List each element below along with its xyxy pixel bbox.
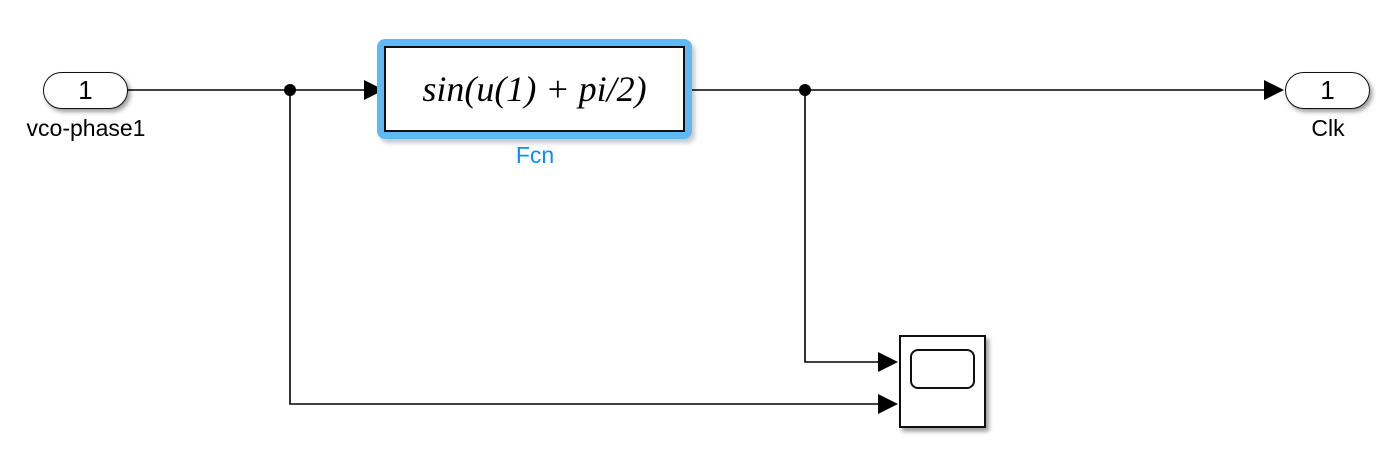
arrowhead-icon [364, 80, 384, 100]
scope-block[interactable] [899, 335, 986, 428]
arrowhead-icon [878, 394, 898, 414]
scope-screen-icon [910, 349, 975, 389]
fcn-expression: sin(u(1) + pi/2) [422, 69, 647, 109]
inport-number: 1 [78, 75, 93, 105]
outport-name-label[interactable]: Clk [1311, 115, 1345, 141]
fcn-name-label[interactable]: Fcn [515, 142, 555, 168]
inport-block[interactable]: 1 [43, 72, 128, 109]
inport-name-label[interactable]: vco-phase1 [26, 115, 146, 141]
wire-inport-to-scope[interactable] [289, 90, 879, 405]
arrowhead-icon [878, 352, 898, 372]
outport-number: 1 [1320, 75, 1335, 105]
fcn-selection-highlight: sin(u(1) + pi/2) [377, 39, 692, 139]
outport-block[interactable]: 1 [1285, 72, 1370, 109]
wire-fcn-to-scope[interactable] [804, 90, 879, 363]
fcn-block[interactable]: sin(u(1) + pi/2) [384, 46, 685, 132]
arrowhead-icon [1264, 80, 1284, 100]
